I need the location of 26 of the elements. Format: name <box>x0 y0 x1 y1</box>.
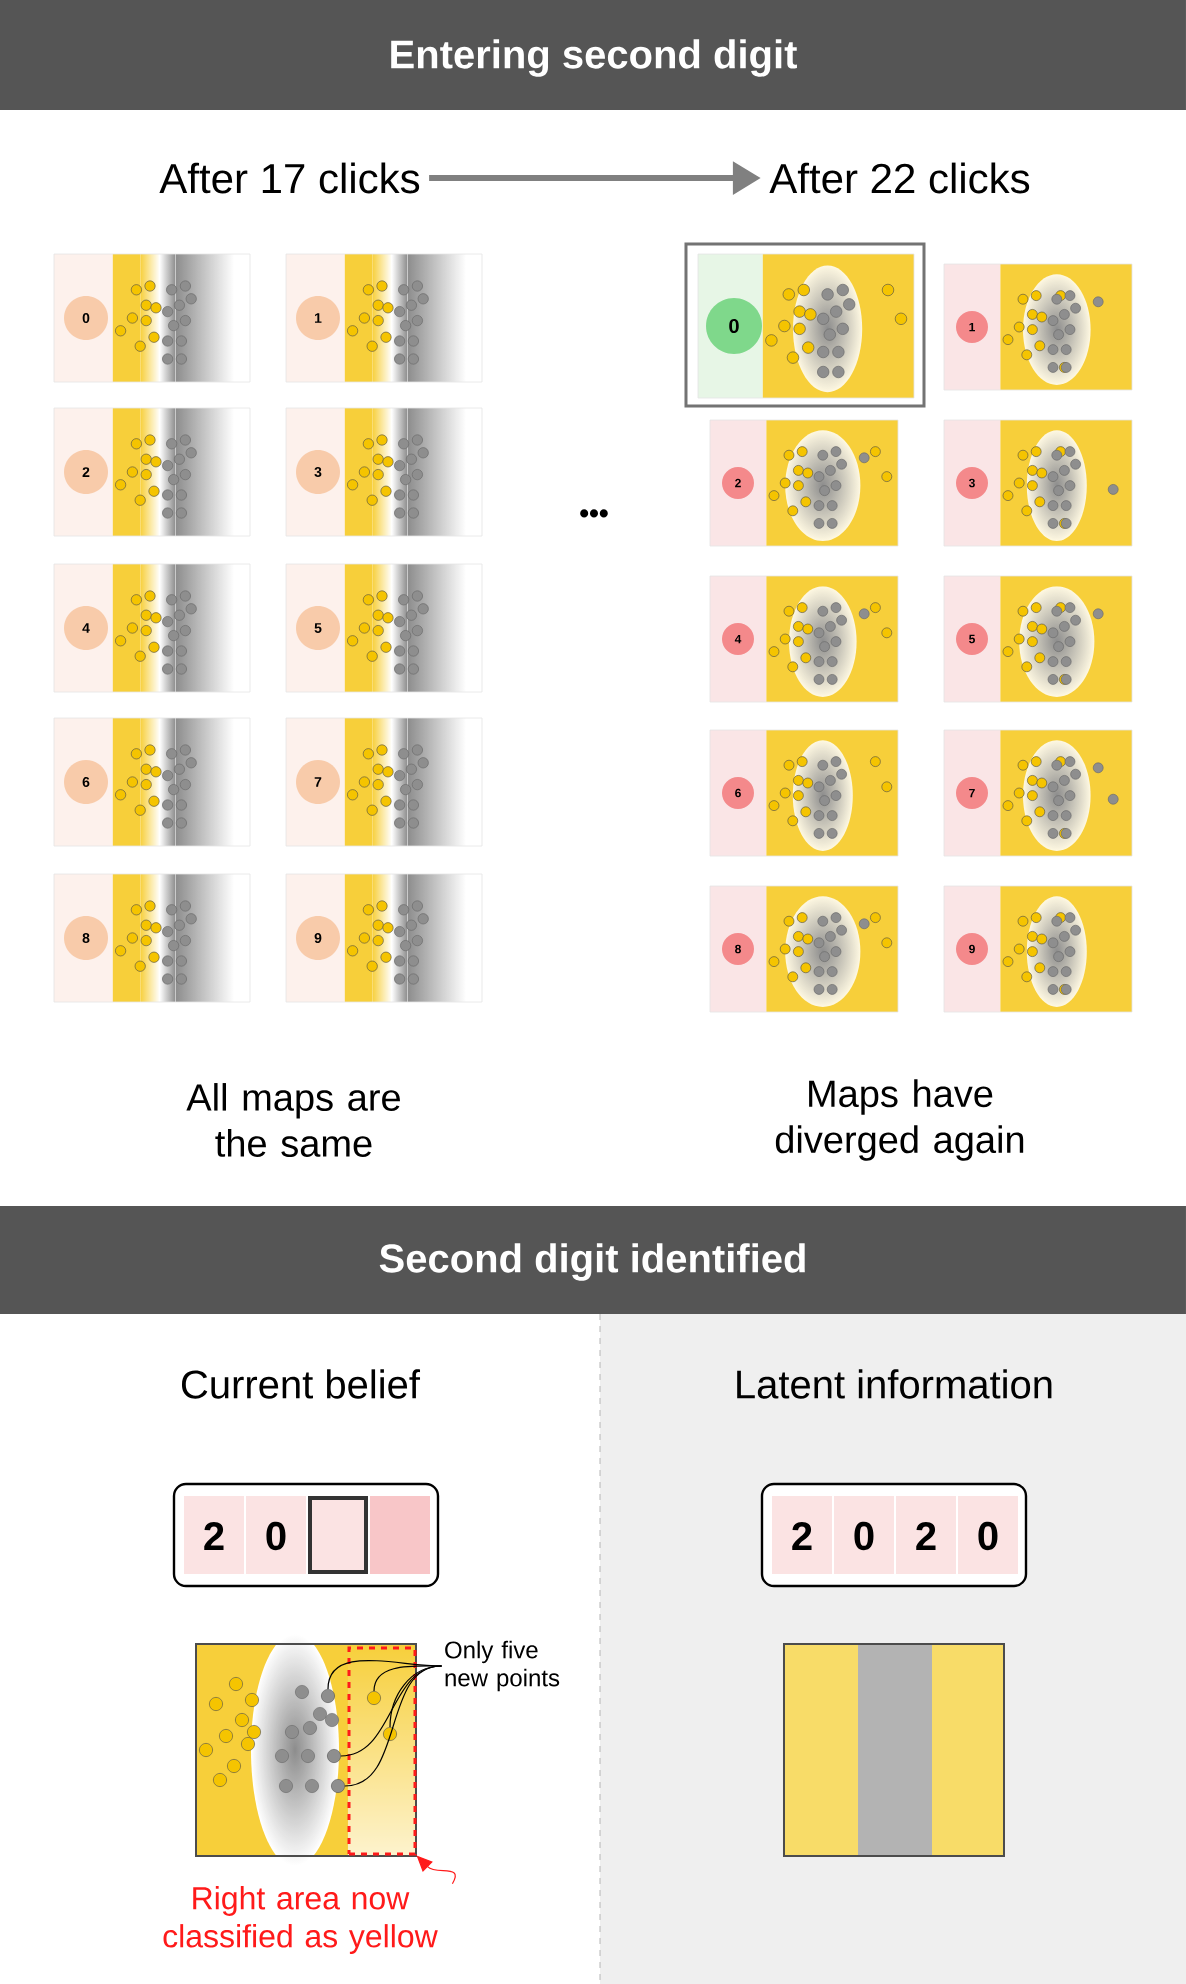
label: 0 <box>854 1521 874 1551</box>
data-point <box>331 1779 345 1793</box>
heading: Latent information <box>737 1369 1052 1399</box>
callout-text: Right area now classified as yellow <box>163 1886 438 1954</box>
heading: After 22 clicks <box>769 162 1030 194</box>
callout-text: Only five new points <box>445 1640 560 1692</box>
leader-line <box>340 1665 443 1757</box>
digit-badge: 0 <box>706 298 762 354</box>
digit-display: 2 0 <box>172 1482 440 1588</box>
heading: After 17 clicks <box>159 162 420 194</box>
label: 0 <box>978 1521 998 1551</box>
leader-line <box>373 1665 443 1692</box>
banner: Entering second digit <box>0 0 1186 110</box>
leader-line <box>344 1665 443 1787</box>
heading: Current belief <box>182 1369 420 1399</box>
digit-display: 2 0 2 0 <box>760 1482 1028 1588</box>
caption: Maps have diverged again <box>775 1079 1024 1161</box>
caption: All maps are the same <box>186 1083 400 1157</box>
label: 2 <box>792 1522 812 1550</box>
highlight-region <box>347 1646 417 1856</box>
data-point <box>321 1689 335 1703</box>
label: 2 <box>916 1522 936 1550</box>
data-point <box>327 1749 341 1763</box>
arrow <box>416 1855 456 1885</box>
banner: Second digit identified <box>0 1206 1186 1314</box>
ellipsis: ••• <box>580 509 608 518</box>
